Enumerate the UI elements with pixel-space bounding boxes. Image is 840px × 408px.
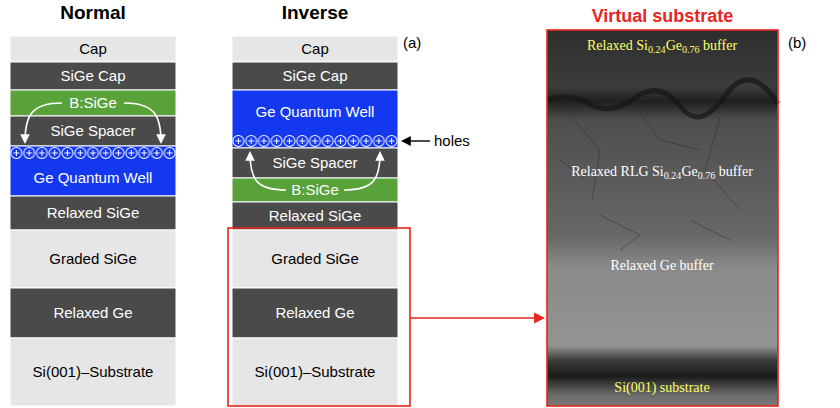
layer-label: Cap (79, 40, 107, 57)
substrate-layer: Si(001)–Substrate (232, 338, 398, 406)
sige-cap-layer: SiGe Cap (10, 62, 176, 90)
quantum-well-layer: Ge Quantum Well (232, 90, 398, 134)
tem-label: Si(001) substrate (614, 380, 709, 396)
layer-label: SiGe Spacer (272, 154, 357, 171)
column-title: Normal (60, 2, 125, 24)
graded-sige-layer: Graded SiGe (10, 230, 176, 288)
layer-label: Virtual substrate (592, 6, 734, 27)
layer-label: Relaxed SiGe (269, 207, 362, 224)
cap-layer: Cap (232, 36, 398, 62)
relaxed-ge-layer: Relaxed Ge (232, 288, 398, 338)
layer-label: SiGe Cap (282, 67, 347, 84)
layer-label: SiGe Spacer (50, 122, 135, 139)
panel-letter: (a) (403, 34, 421, 51)
layer-label: B:SiGe (69, 94, 117, 111)
quantum-well-layer: Ge Quantum Well (10, 160, 176, 196)
subscript: 0.76 (682, 44, 700, 55)
layer-label: Graded SiGe (271, 250, 359, 267)
spacer-layer: SiGe Spacer (10, 116, 176, 146)
graded-sige-layer: Graded SiGe (232, 230, 398, 288)
spacer-layer: SiGe Spacer (232, 148, 398, 178)
relaxed-ge-layer: Relaxed Ge (10, 288, 176, 338)
layer-label: Relaxed SiGe (47, 204, 140, 221)
subscript: 0.76 (698, 170, 716, 181)
layer-label: B:SiGe (291, 181, 339, 198)
tem-label: Relaxed RLG Si0.24Ge0.76 buffer (567, 164, 757, 180)
layer-label: Graded SiGe (49, 250, 137, 267)
sige-cap-layer: SiGe Cap (232, 62, 398, 90)
holes-label: holes (434, 132, 470, 149)
tem-label: Relaxed Ge buffer (610, 258, 713, 274)
layer-label: Relaxed Ge (53, 304, 132, 321)
virtual-substrate-panel: Virtual substrate (547, 3, 778, 29)
panel-letter: (b) (788, 34, 806, 51)
layer-label: Cap (301, 40, 329, 57)
substrate-layer: Si(001)–Substrate (10, 338, 176, 406)
boron-doped-layer: B:SiGe (232, 178, 398, 202)
layer-label: Relaxed Ge (275, 304, 354, 321)
tem-label: Relaxed Si0.24Ge0.76 buffer (587, 38, 737, 54)
layer-label: Ge Quantum Well (34, 169, 153, 186)
layer-label: Si(001)–Substrate (255, 363, 376, 380)
relaxed-sige-layer: Relaxed SiGe (232, 202, 398, 230)
layer-label: Si(001)–Substrate (33, 363, 154, 380)
layer-label: SiGe Cap (60, 67, 125, 84)
subscript: 0.24 (664, 170, 682, 181)
boron-doped-layer: B:SiGe (10, 90, 176, 116)
layer-label: Ge Quantum Well (256, 103, 375, 120)
relaxed-sige-layer: Relaxed SiGe (10, 196, 176, 230)
column-title: Inverse (282, 2, 349, 24)
cap-layer: Cap (10, 36, 176, 62)
subscript: 0.24 (648, 44, 666, 55)
